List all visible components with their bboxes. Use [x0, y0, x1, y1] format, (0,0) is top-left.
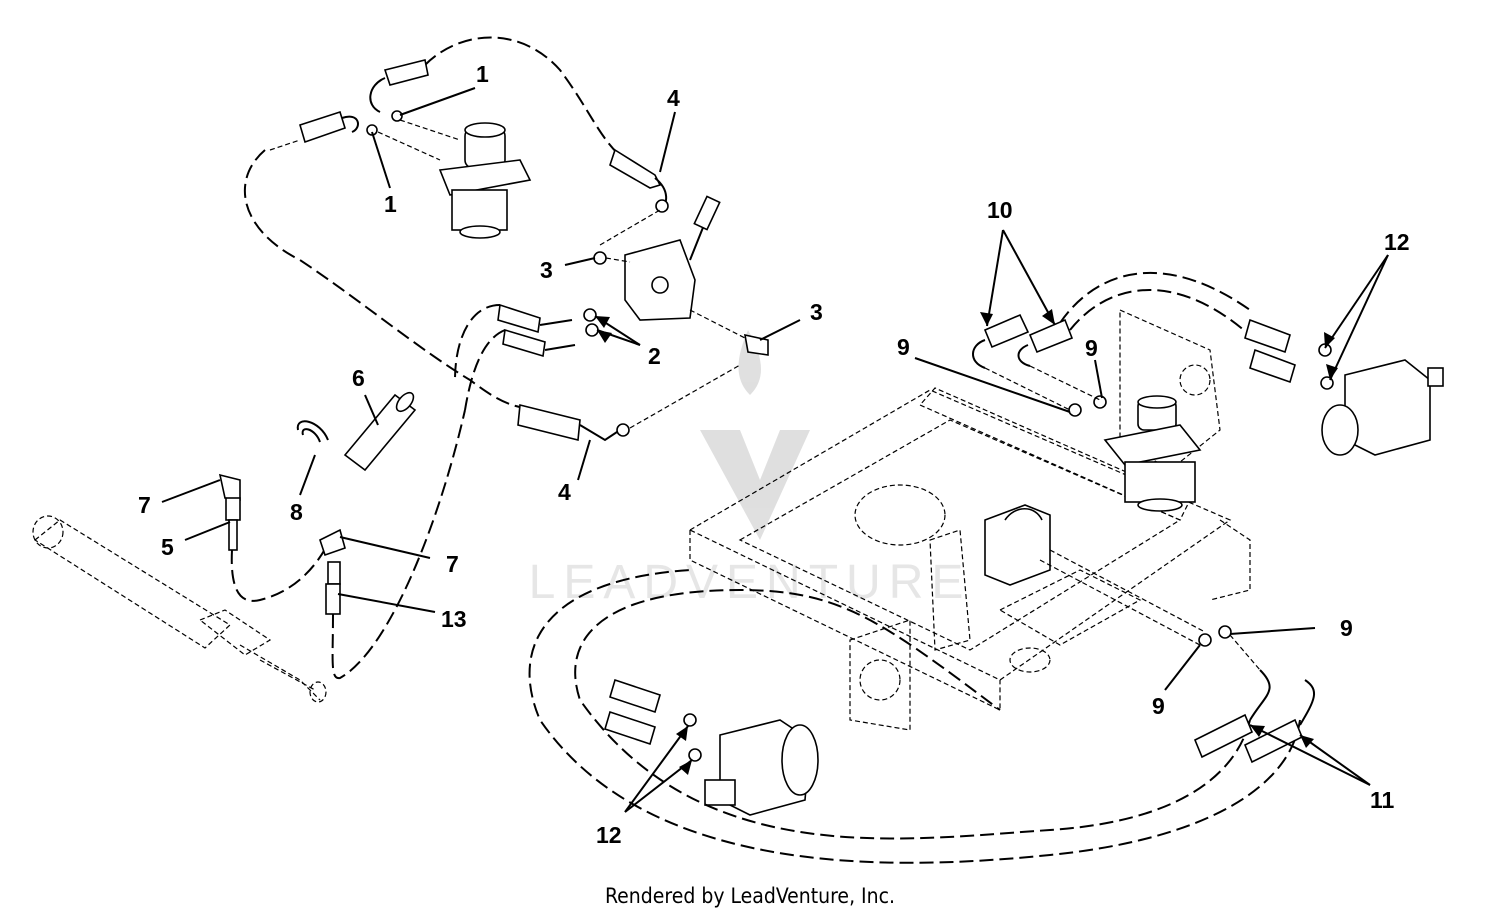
callout-3b: 3 [810, 299, 823, 325]
lift-cylinder-assembly [32, 391, 466, 703]
lower-hoses [528, 549, 1315, 864]
control-valve [624, 195, 721, 321]
callout-6: 6 [352, 365, 365, 391]
callout-3a: 3 [540, 257, 553, 283]
callout-9c: 9 [1340, 615, 1353, 641]
callout-7b: 7 [446, 551, 459, 577]
upper-left-assembly [243, 36, 769, 442]
callout-4a: 4 [667, 85, 680, 111]
callout-labels: 1 1 4 3 3 2 4 6 8 7 5 7 13 10 12 9 9 9 9… [138, 61, 1410, 848]
right-steering-unit [1103, 395, 1202, 512]
mower-frame [688, 309, 1251, 731]
callout-12a: 12 [1384, 229, 1410, 255]
callout-12b: 12 [596, 822, 622, 848]
callout-1a: 1 [476, 61, 489, 87]
callout-9b: 9 [1085, 335, 1098, 361]
callout-5: 5 [161, 534, 174, 560]
wheel-motor-left [704, 719, 819, 816]
footer-credit: Rendered by LeadVenture, Inc. [605, 884, 895, 908]
steering-unit [438, 122, 532, 239]
callout-10: 10 [987, 197, 1013, 223]
callout-1b: 1 [384, 191, 397, 217]
callout-2: 2 [648, 343, 661, 369]
wheel-motor-right [1321, 359, 1444, 456]
upper-right-hoses [972, 272, 1334, 417]
watermark-emblem [700, 330, 810, 540]
callout-9a: 9 [897, 334, 910, 360]
callout-11: 11 [1370, 787, 1395, 813]
callout-4b: 4 [558, 479, 571, 505]
callout-7a: 7 [138, 492, 151, 518]
callout-13: 13 [441, 606, 467, 632]
pump-block [984, 504, 1051, 586]
leader-lines [161, 87, 1389, 813]
watermark: LEADVENTURE [528, 556, 972, 609]
callout-8: 8 [290, 499, 303, 525]
callout-9d: 9 [1152, 693, 1165, 719]
